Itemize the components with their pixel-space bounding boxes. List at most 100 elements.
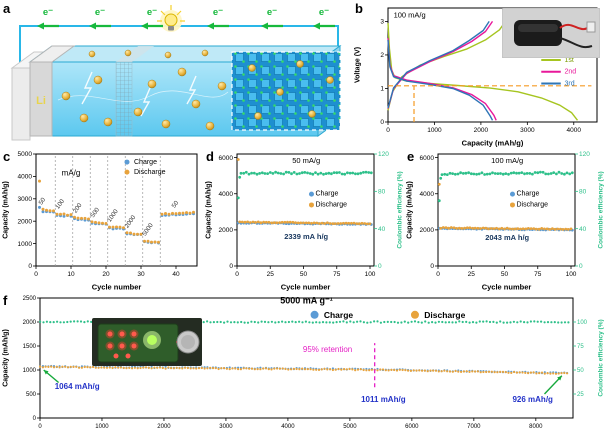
svg-text:2000: 2000 [157,424,171,430]
svg-text:Discharge: Discharge [134,169,166,176]
svg-text:Discharge: Discharge [516,202,548,209]
svg-text:Charge: Charge [315,191,338,198]
svg-text:75: 75 [534,271,542,278]
svg-text:1000: 1000 [106,208,120,224]
battery-cell-box: Li [10,45,342,141]
svg-text:25: 25 [468,271,476,278]
svg-text:50: 50 [577,368,584,374]
battery-photo-inset [502,8,600,58]
svg-text:10: 10 [67,271,75,278]
svg-text:2000: 2000 [124,214,138,230]
svg-text:0: 0 [378,263,382,270]
svg-text:Capacity (mAh/g): Capacity (mAh/g) [407,181,414,239]
lithium-electrode-label: Li [36,95,46,107]
svg-text:0: 0 [380,119,384,126]
svg-text:Discharge: Discharge [424,310,465,320]
svg-text:40: 40 [579,226,587,233]
svg-text:1000: 1000 [23,368,37,374]
svg-text:1000: 1000 [95,424,109,430]
svg-text:4000: 4000 [18,174,33,181]
svg-text:3: 3 [380,19,384,26]
svg-text:95% retention: 95% retention [303,345,352,354]
svg-text:0: 0 [430,263,434,270]
svg-text:1: 1 [380,86,384,93]
electron-label: e⁻ [147,7,157,18]
svg-text:100: 100 [54,198,66,211]
svg-text:4000: 4000 [219,191,234,198]
crystal-structure-inset [231,51,341,131]
svg-text:3000: 3000 [18,196,33,203]
svg-text:0: 0 [33,416,37,422]
svg-text:50: 50 [300,271,308,278]
svg-text:Coulombic efficiency (%): Coulombic efficiency (%) [397,171,404,248]
svg-text:80: 80 [378,189,386,196]
svg-text:8000: 8000 [529,424,543,430]
electron-label: e⁻ [319,7,329,18]
svg-text:100 mA/g: 100 mA/g [394,10,426,19]
separator-mesh [115,61,133,137]
svg-text:Charge: Charge [134,159,157,166]
svg-text:50 mA/g: 50 mA/g [292,156,320,165]
svg-text:1st: 1st [564,57,573,64]
svg-text:0: 0 [34,271,38,278]
black-wire [559,37,593,48]
svg-text:mA/g: mA/g [62,168,81,177]
svg-text:4000: 4000 [567,127,582,134]
electron-label: e⁻ [95,7,105,18]
svg-text:5000: 5000 [141,222,155,238]
svg-text:80: 80 [579,189,587,196]
panel-e-letter: e [407,149,415,164]
svg-text:50: 50 [38,196,48,206]
svg-text:40: 40 [378,226,386,233]
svg-text:Charge: Charge [324,310,354,320]
light-bulb-icon [157,5,185,32]
svg-text:1011 mAh/g: 1011 mAh/g [361,395,406,404]
electron-label: e⁻ [213,7,223,18]
svg-text:5000 mA g⁻¹: 5000 mA g⁻¹ [280,295,332,305]
panel-b-letter: b [355,1,363,16]
svg-text:20: 20 [102,271,110,278]
svg-text:2000: 2000 [474,127,489,134]
battery-schematic-illustration: e⁻ e⁻ e⁻ e⁻ e⁻ e⁻ Li [10,5,342,141]
svg-text:25: 25 [267,271,275,278]
svg-text:100: 100 [566,271,577,278]
svg-text:500: 500 [26,392,37,398]
svg-text:Charge: Charge [516,191,539,198]
svg-text:Cycle number: Cycle number [281,283,331,292]
svg-text:5000: 5000 [18,151,33,158]
svg-text:Capacity (mAh/g): Capacity (mAh/g) [462,139,524,148]
svg-text:5000: 5000 [343,424,357,430]
svg-text:2000: 2000 [23,320,37,326]
svg-text:Cycle number: Cycle number [92,283,142,292]
svg-text:Voltage (V): Voltage (V) [355,47,362,83]
svg-text:75: 75 [333,271,341,278]
svg-text:Coulombic efficiency (%): Coulombic efficiency (%) [598,319,605,396]
panel-d-letter: d [206,149,214,164]
svg-text:0: 0 [386,127,390,134]
svg-text:0: 0 [229,263,233,270]
panel-c-letter: c [3,149,11,164]
svg-text:4000: 4000 [281,424,295,430]
svg-text:Capacity (mAh/g): Capacity (mAh/g) [3,329,10,387]
svg-text:0: 0 [38,424,42,430]
svg-text:2000: 2000 [18,218,33,225]
svg-text:6000: 6000 [405,424,419,430]
svg-text:4000: 4000 [420,191,435,198]
svg-text:Discharge: Discharge [315,202,347,209]
svg-text:75: 75 [577,344,584,350]
svg-text:3000: 3000 [219,424,233,430]
svg-text:2043 mA h/g: 2043 mA h/g [485,233,529,242]
svg-text:2339 mA h/g: 2339 mA h/g [284,232,328,241]
separator-top [116,46,154,62]
red-leds [105,329,139,359]
svg-text:100 mA/g: 100 mA/g [491,156,523,165]
svg-text:0: 0 [436,271,440,278]
svg-text:100: 100 [365,271,376,278]
